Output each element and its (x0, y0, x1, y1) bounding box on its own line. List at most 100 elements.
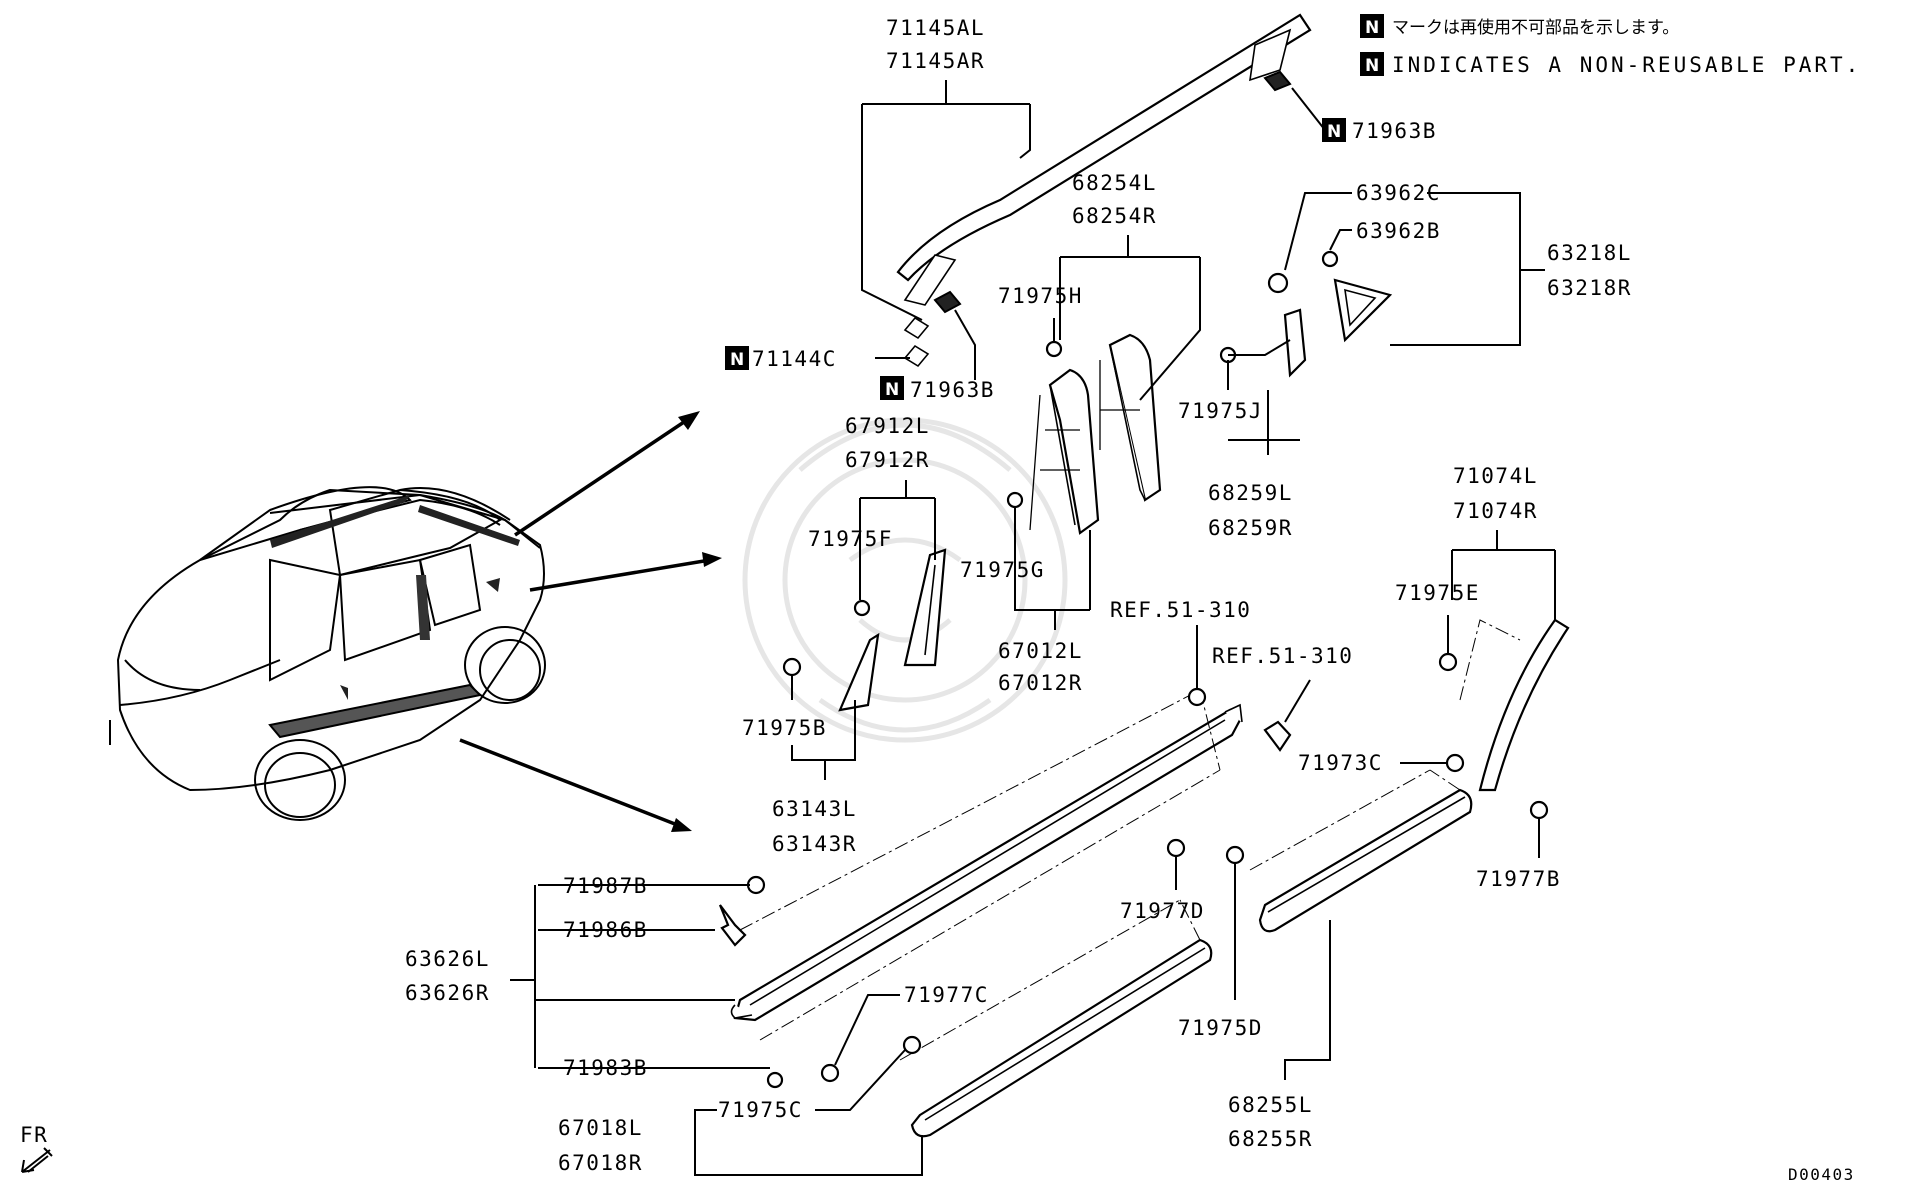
label-71145al: 71145AL (886, 16, 985, 40)
fr-label: FR (20, 1123, 48, 1147)
label-63626l: 63626L (405, 947, 490, 971)
clip-63962c (1267, 272, 1289, 294)
clip-71975f (853, 599, 871, 617)
garnish-63143 (838, 632, 880, 712)
label-63626r: 63626R (405, 981, 490, 1005)
screw-71983b (766, 1071, 784, 1089)
bolt-71977c (820, 1063, 840, 1083)
watermark-logo (742, 417, 1068, 743)
label-71074l: 71074L (1453, 464, 1538, 488)
clip-71975c (902, 1035, 922, 1055)
label-ref-51-310-a: REF.51-310 (1110, 598, 1251, 622)
non-reusable-badge (1322, 118, 1346, 142)
label-67012l: 67012L (998, 639, 1083, 663)
label-71975d: 71975D (1178, 1016, 1263, 1040)
clip-71987b (746, 875, 766, 895)
label-71975e: 71975E (1395, 581, 1480, 605)
label-71975h: 71975H (998, 284, 1083, 308)
label-71986b: 71986B (563, 918, 648, 942)
vehicle-illustration (109, 486, 546, 821)
clip-71975b (782, 657, 802, 677)
non-reusable-badge (1360, 52, 1384, 76)
clip-63962b (1321, 250, 1339, 268)
bolt-71977b (1529, 800, 1549, 820)
label-63143l: 63143L (772, 797, 857, 821)
label-68259l: 68259L (1208, 481, 1293, 505)
panel-68259 (1283, 308, 1307, 378)
label-63962b: 63962B (1356, 219, 1441, 243)
legend-jp-text: マークは再使用不可部品を示します。 (1392, 17, 1679, 38)
roof-drip-molding-part (896, 13, 1312, 306)
label-67912l: 67912L (845, 414, 930, 438)
diagram-id: D00403 (1788, 1165, 1855, 1184)
label-68259r: 68259R (1208, 516, 1293, 540)
pillar-trim-dashed (1029, 360, 1140, 531)
label-63218l: 63218L (1547, 241, 1632, 265)
clip-71975d (1225, 845, 1245, 865)
clip-71963b-mid (933, 290, 962, 314)
pillar-garnish-68254 (1108, 333, 1162, 502)
label-71145ar: 71145AR (886, 49, 985, 73)
badge-n: N (1327, 122, 1341, 142)
label-71977b: 71977B (1476, 867, 1561, 891)
bolt-71977d (1166, 838, 1186, 858)
rear-sill-garnish-68255 (1249, 769, 1473, 933)
label-71977d: 71977D (1120, 899, 1205, 923)
clip-ref-51-310-b (1263, 720, 1292, 752)
label-71975c: 71975C (718, 1098, 803, 1122)
label-71074r: 71074R (1453, 499, 1538, 523)
label-71975j: 71975J (1178, 399, 1263, 423)
corner-garnish-63218 (1333, 278, 1393, 343)
label-ref-51-310-b: REF.51-310 (1212, 644, 1353, 668)
clip-ref-51-310-a (1187, 687, 1207, 707)
clip-71986b (718, 904, 747, 947)
pointer-arrows (459, 411, 722, 832)
lower-sill-garnish-67018 (899, 899, 1213, 1138)
clip-71973c (1445, 753, 1465, 773)
leader-lines (510, 80, 1556, 1176)
legend-non-reusable: N マークは再使用不可部品を示します。 N INDICATES A NON-RE… (1360, 14, 1861, 77)
label-71975g: 71975G (960, 558, 1045, 582)
label-68255r: 68255R (1228, 1127, 1313, 1151)
clip-71963b-top (1263, 70, 1292, 92)
label-67018l: 67018L (558, 1116, 643, 1140)
label-63962c: 63962C (1356, 181, 1441, 205)
label-67912r: 67912R (845, 448, 930, 472)
tape-71144c (903, 316, 930, 368)
wheel-arch-molding-71074 (1459, 618, 1570, 792)
label-67012r: 67012R (998, 671, 1083, 695)
label-71975f: 71975F (808, 527, 893, 551)
label-71144c: 71144C (752, 347, 837, 371)
fr-arrow-icon (21, 1149, 51, 1173)
fasteners (718, 250, 1549, 1089)
part-labels: 71145AL 71145AR N 71963B N 71144C N 7196… (405, 16, 1855, 1184)
clip-71975h (1045, 340, 1063, 358)
side-sill-garnish-63626 (730, 689, 1243, 1041)
label-71975b: 71975B (742, 716, 827, 740)
legend-en-text: INDICATES A NON-REUSABLE PART. (1392, 53, 1861, 77)
pillar-garnish-67012 (1048, 368, 1100, 535)
label-71983b: 71983B (563, 1056, 648, 1080)
badge-n: N (730, 350, 744, 370)
non-reusable-badge (1360, 14, 1384, 38)
label-71963b-top: 71963B (1352, 119, 1437, 143)
badge-n: N (1365, 56, 1379, 76)
clip-71975g (1006, 491, 1024, 509)
badge-n: N (1365, 18, 1379, 38)
label-63143r: 63143R (772, 832, 857, 856)
non-reusable-badge (880, 376, 904, 400)
front-direction-indicator: FR (20, 1123, 53, 1173)
clip-71975e (1438, 652, 1458, 672)
label-68254r: 68254R (1072, 204, 1157, 228)
label-68254l: 68254L (1072, 171, 1157, 195)
label-71963b-mid: 71963B (910, 378, 995, 402)
label-71973c: 71973C (1298, 751, 1383, 775)
label-71987b: 71987B (563, 874, 648, 898)
badge-n: N (885, 380, 899, 400)
label-71977c: 71977C (904, 983, 989, 1007)
label-67018r: 67018R (558, 1151, 643, 1175)
label-68255l: 68255L (1228, 1093, 1313, 1117)
label-63218r: 63218R (1547, 276, 1632, 300)
garnish-67912 (903, 548, 947, 667)
